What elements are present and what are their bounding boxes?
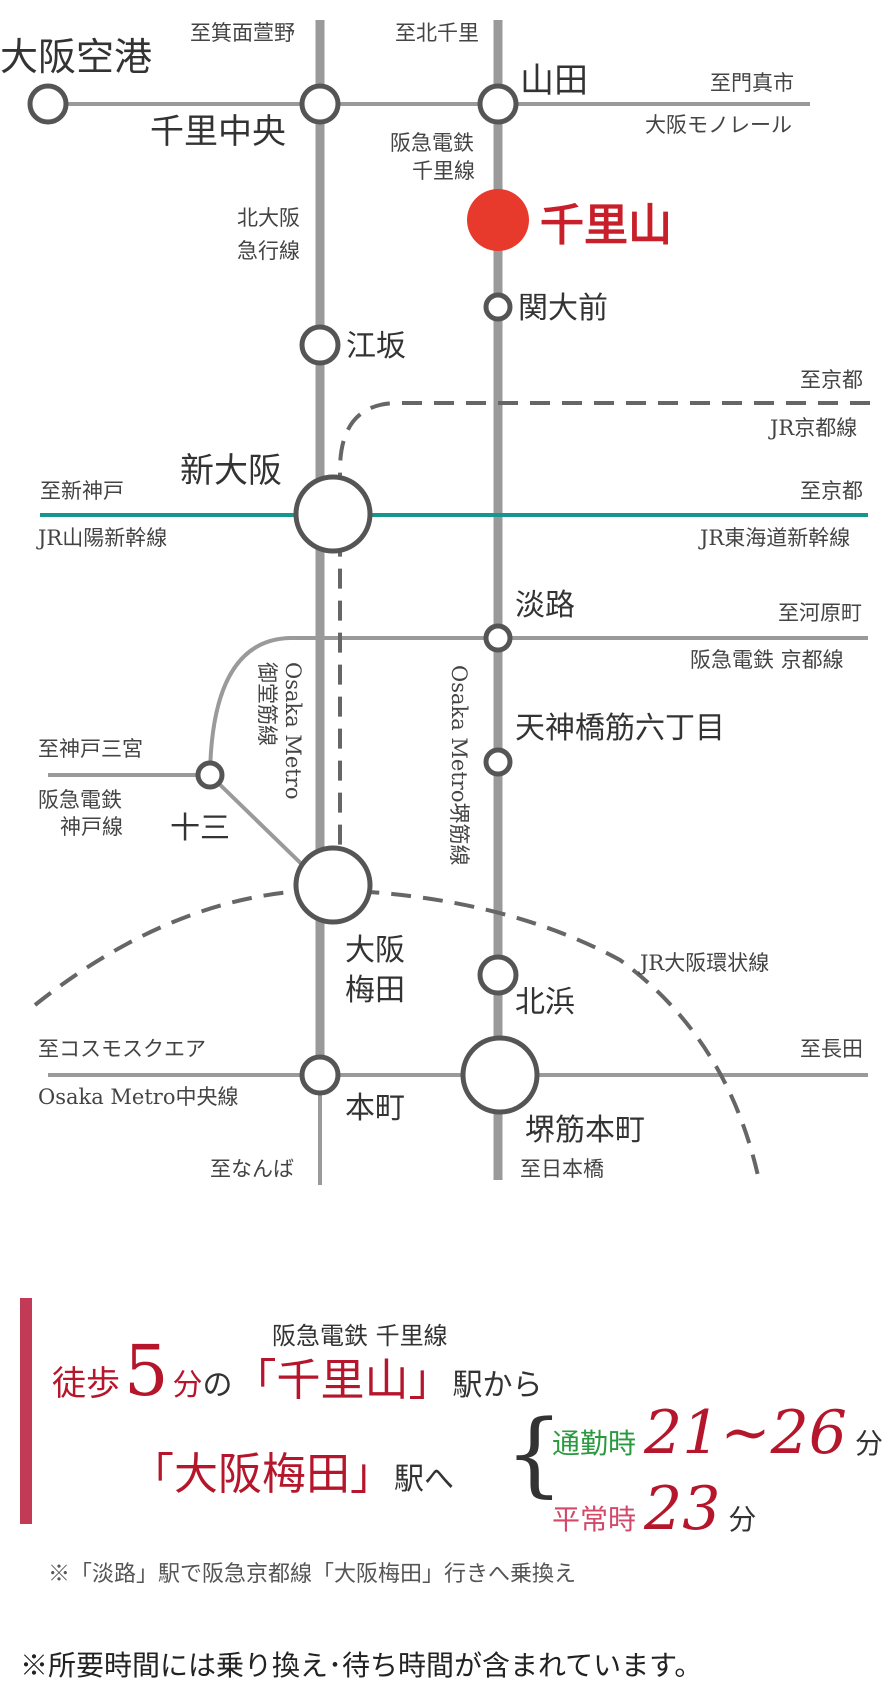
normal-time: 23 [644,1474,721,1544]
commute-time: 21~26 [644,1398,847,1468]
accent-bar [20,1298,32,1524]
line-jr-kyoto: JR京都線 [768,416,857,440]
station-honmachi[interactable] [299,1054,341,1096]
label-yamada: 山田 [520,61,588,101]
dir-kawaramachi: 至河原町 [778,601,862,625]
route-map: 大阪空港 千里中央 山田 千里山 関大前 江坂 新大阪 淡路 天神橋筋六丁目 十… [0,20,870,1186]
brace: { [505,1400,564,1507]
dir-nagata: 至長田 [800,1037,863,1061]
label-juso: 十三 [170,811,230,846]
to-row: 「大阪梅田」駅へ [130,1438,454,1502]
commute-label: 通勤時 [552,1427,637,1460]
station-sakaisuji-honmachi[interactable] [460,1035,540,1115]
hankyu-kobe-curve [208,636,318,776]
station-kitahama[interactable] [477,954,519,996]
dir-cosmo-square: 至コスモスクエア [38,1037,206,1061]
commute-unit: 分 [854,1427,883,1460]
station-osaka-umeda[interactable] [293,845,373,925]
line-midosuji-2: 御堂筋線 [255,662,279,746]
label-tenjinbashi: 天神橋筋六丁目 [515,711,725,746]
eki-kara: 駅から [452,1368,543,1403]
label-sakaisuji-honmachi: 堺筋本町 [525,1113,645,1148]
label-senriyama: 千里山 [540,200,672,251]
station-senriyama[interactable] [467,189,529,251]
station-shin-osaka[interactable] [293,474,373,554]
to-station: 「大阪梅田」 [130,1449,394,1500]
walk-no: の [202,1368,233,1403]
rail-lines [48,20,868,1185]
line-hankyu-kobe-2: 神戸線 [60,815,123,839]
dir-minoh-kayano: 至箕面萱野 [190,21,295,45]
line-monorail: 大阪モノレール [645,113,792,137]
line-kitakyu-1: 北大阪 [237,206,300,230]
line-hankyu-senri-2: 千里線 [412,159,475,183]
line-hankyu-kyoto: 阪急電鉄 京都線 [690,648,844,672]
line-kitakyu-2: 急行線 [237,239,300,263]
walk-unit: 分 [172,1368,203,1403]
label-osaka-airport: 大阪空港 [0,35,152,79]
dir-nipponbashi: 至日本橋 [520,1157,604,1181]
eki-he: 駅へ [394,1462,454,1497]
dir-kyoto-2: 至京都 [800,479,863,503]
station-juso[interactable] [195,760,225,790]
dashed-lines [33,401,870,1186]
label-umeda: 梅田 [345,973,405,1008]
line-hankyu-senri-1: 阪急電鉄 [390,131,474,155]
station-awaji[interactable] [483,623,513,653]
line-midosuji-1: Osaka Metro [281,662,305,799]
footnote: ※所要時間には乗り換え･待ち時間が含まれています。 [20,1649,703,1682]
line-sakaisuji: Osaka Metro堺筋線 [447,665,471,865]
dir-namba: 至なんば [210,1157,294,1181]
label-kandaimae: 関大前 [518,291,608,326]
dir-kadoma-shi: 至門真市 [710,71,794,95]
line-chuo: Osaka Metro中央線 [38,1085,238,1109]
dir-shin-kobe: 至新神戸 [40,479,124,503]
station-esaka[interactable] [299,324,341,366]
normal-unit: 分 [728,1503,757,1536]
route-line-label: 阪急電鉄 千里線 [272,1322,448,1350]
label-osaka: 大阪 [345,933,405,968]
jr-kyoto-line [338,401,870,880]
normal-label: 平常時 [552,1503,637,1536]
walk-label: 徒歩 [52,1364,120,1404]
line-tokaido-shinkansen: JR東海道新幹線 [698,526,850,550]
hankyu-juso-umeda [208,773,320,882]
stations [27,83,540,1115]
label-kitahama: 北浜 [515,985,575,1020]
line-hankyu-kobe-1: 阪急電鉄 [38,788,122,812]
dir-kita-senri: 至北千里 [395,21,479,45]
station-tenjinbashi[interactable] [483,747,513,777]
station-senri-chuo[interactable] [299,83,341,125]
label-senri-chuo: 千里中央 [150,112,286,152]
line-jr-loop: JR大阪環状線 [638,951,769,975]
jr-loop-line [33,887,762,1186]
dir-kyoto-1: 至京都 [800,368,863,392]
transfer-note: ※「淡路」駅で阪急京都線「大阪梅田」行きへ乗換え [48,1562,577,1587]
label-shin-osaka: 新大阪 [180,451,282,491]
line-sanyo-shinkansen: JR山陽新幹線 [36,526,167,550]
label-awaji: 淡路 [515,588,575,623]
station-osaka-airport[interactable] [27,83,69,125]
walk-minutes: 5 [124,1330,169,1412]
dir-kobe-sannomiya: 至神戸三宮 [38,737,143,761]
station-kandaimae[interactable] [483,292,513,322]
label-honmachi: 本町 [345,1091,405,1126]
station-yamada[interactable] [477,83,519,125]
label-esaka: 江坂 [346,329,406,364]
from-station: 「千里山」 [232,1355,453,1406]
